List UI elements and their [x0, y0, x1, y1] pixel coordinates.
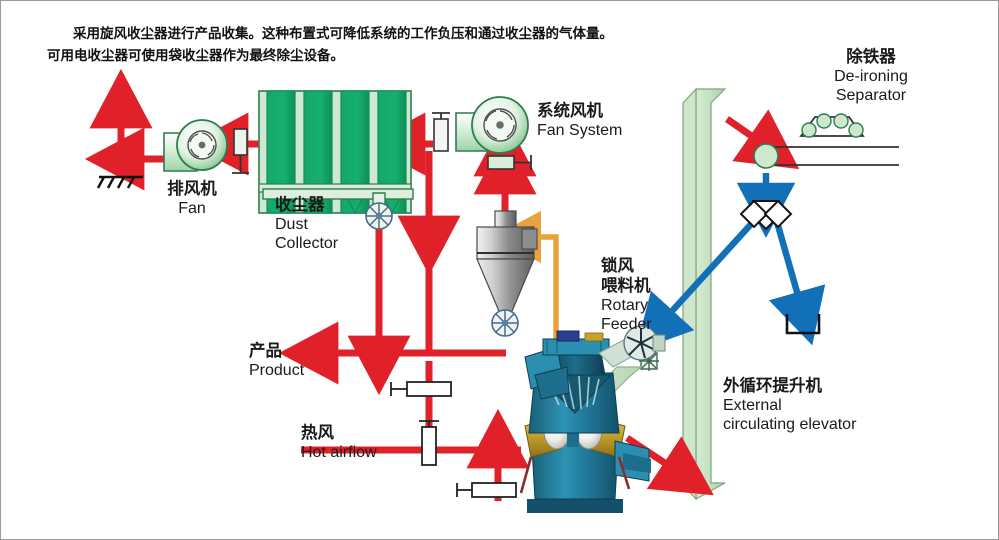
- label-dust-collector: 收尘器 Dust Collector: [275, 195, 338, 253]
- label-exhaust-fan: 排风机 Fan: [144, 179, 240, 218]
- label-product-cn: 产品: [249, 341, 282, 360]
- two-way-diverter-valve-icon: [739, 199, 793, 231]
- label-external-elevator: 外循环提升机 External circulating elevator: [723, 376, 856, 434]
- label-fan-system-cn: 系统风机: [537, 101, 603, 120]
- hot-air-duct-network: [84, 68, 800, 501]
- damper-valve-fan-system: [432, 112, 450, 152]
- label-hot-airflow-en1: Hot airflow: [301, 444, 377, 461]
- label-product: 产品 Product: [249, 341, 304, 380]
- label-product-en1: Product: [249, 362, 305, 379]
- label-de-ironing-separator: 除铁器 De-ironing Separator: [784, 47, 958, 105]
- label-dust-collector-en1: Dust: [275, 216, 308, 233]
- label-rotary-feeder-cn2: 喂料机: [601, 276, 651, 295]
- note-text: 采用旋风收尘器进行产品收集。这种布置式可降低系统的工作负压和通过收尘器的气体量。…: [47, 23, 687, 67]
- label-exhaust-fan-en1: Fan: [178, 200, 206, 217]
- label-rotary-feeder-cn1: 锁风: [601, 256, 634, 275]
- label-dust-collector-cn: 收尘器: [275, 195, 325, 214]
- label-rotary-feeder-en1: Rotary: [601, 297, 649, 314]
- note-line-2: 可用电收尘器可使用袋收尘器作为最终除尘设备。: [47, 48, 344, 64]
- label-hot-airflow: 热风 Hot airflow: [301, 423, 377, 462]
- de-ironing-separator-icon: [753, 113, 899, 169]
- label-de-ironing-en1: De-ironing: [834, 68, 908, 85]
- exhaust-fan-icon: [163, 119, 228, 172]
- dust-collector-icon: [258, 90, 414, 230]
- damper-valve-hot-air-riser: [419, 420, 439, 466]
- vertical-roller-mill-icon: [519, 325, 666, 513]
- label-hot-airflow-cn: 热风: [301, 423, 334, 442]
- fan-system-icon: [455, 96, 532, 170]
- label-de-ironing-en2: Separator: [835, 87, 907, 104]
- cyclone-separator-icon: [476, 210, 538, 337]
- note-line-1: 采用旋风收尘器进行产品收集。这种布置式可降低系统的工作负压和通过收尘器的气体量。: [73, 26, 613, 42]
- collection-bin-icon: [785, 314, 821, 335]
- label-fan-system-en1: Fan System: [537, 122, 623, 139]
- damper-valve-product-line: [390, 381, 452, 397]
- label-elevator-en1: External: [723, 397, 782, 414]
- label-rotary-feeder: 锁风 喂料机 Rotary Feeder: [601, 256, 652, 334]
- ground-icon: [96, 175, 143, 189]
- label-elevator-cn: 外循环提升机: [723, 376, 822, 395]
- damper-valve-mill-inlet: [456, 482, 517, 498]
- label-fan-system: 系统风机 Fan System: [537, 101, 622, 140]
- orange-return-duct: [491, 210, 559, 381]
- label-de-ironing-cn: 除铁器: [846, 47, 896, 66]
- label-dust-collector-en2: Collector: [275, 235, 339, 252]
- label-elevator-en2: circulating elevator: [723, 416, 857, 433]
- material-flow-blue: [635, 173, 826, 352]
- label-rotary-feeder-en2: Feeder: [601, 316, 652, 333]
- damper-valve-exhaust: [232, 128, 249, 174]
- label-exhaust-fan-cn: 排风机: [167, 179, 217, 198]
